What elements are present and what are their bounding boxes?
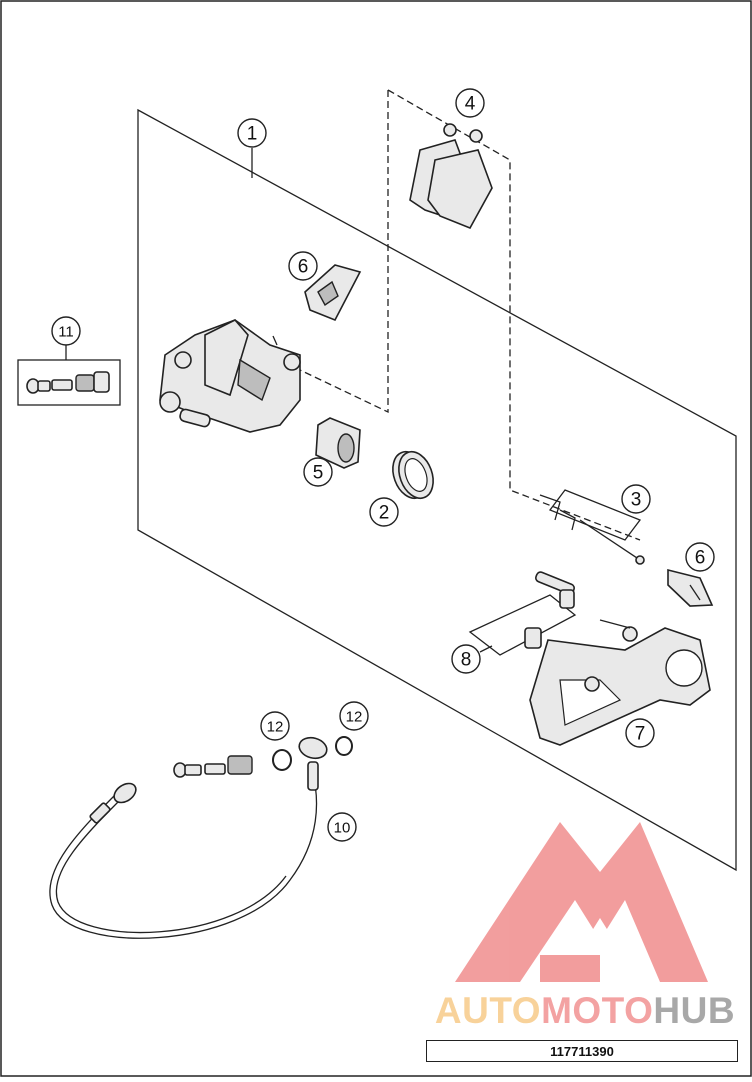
callout-10: 10 bbox=[327, 812, 357, 842]
callout-8: 8 bbox=[451, 644, 493, 674]
pad-spring-right-icon bbox=[667, 568, 714, 607]
callout-label-4: 4 bbox=[465, 94, 476, 115]
caliper-body-icon bbox=[159, 319, 301, 433]
callout-label-3: 3 bbox=[631, 490, 642, 511]
pad-pin-kit-icon bbox=[539, 489, 645, 565]
callout-12b: 12 bbox=[339, 701, 369, 731]
callout-label-12b: 12 bbox=[346, 709, 363, 726]
callout-label-1: 1 bbox=[247, 124, 258, 145]
brake-pads-icon bbox=[409, 123, 493, 230]
watermark-text: AUTOMOTOHUB bbox=[422, 990, 748, 1032]
callout-11: 11 bbox=[51, 316, 81, 346]
banjo-bolt-icon bbox=[173, 755, 253, 778]
callout-label-6a: 6 bbox=[298, 257, 309, 278]
seal-kit-icon bbox=[392, 450, 434, 500]
callout-label-12a: 12 bbox=[267, 719, 284, 736]
callout-6a: 6 bbox=[288, 251, 318, 281]
group-4-dashed-outline-left bbox=[299, 90, 389, 414]
slide-pin-kit-icon bbox=[468, 571, 631, 656]
callout-label-7: 7 bbox=[635, 724, 646, 745]
callout-5: 5 bbox=[303, 457, 333, 487]
piston-icon bbox=[315, 417, 361, 469]
callout-4: 4 bbox=[455, 88, 485, 118]
callout-3: 3 bbox=[621, 484, 651, 514]
callout-label-6b: 6 bbox=[695, 548, 706, 569]
callout-label-8: 8 bbox=[461, 650, 472, 671]
bleeder-screw-icon bbox=[26, 371, 110, 394]
sealing-washer-icon bbox=[272, 736, 353, 771]
watermark-logo-icon bbox=[455, 822, 708, 982]
callout-6b: 6 bbox=[685, 542, 715, 572]
part-number-label: 117711390 bbox=[426, 1040, 738, 1062]
callout-label-11: 11 bbox=[58, 324, 74, 341]
callout-12a: 12 bbox=[260, 711, 290, 741]
callout-label-10: 10 bbox=[334, 820, 351, 837]
brake-line-icon bbox=[49, 736, 328, 939]
watermark-part-hub: HUB bbox=[653, 990, 736, 1031]
bleeder-kit-box bbox=[17, 345, 121, 406]
pad-spring-icon bbox=[304, 264, 362, 322]
watermark-part-moto: MOTO bbox=[541, 990, 654, 1031]
watermark-part-auto: AUTO bbox=[434, 990, 542, 1031]
callout-2: 2 bbox=[369, 497, 399, 527]
callout-1: 1 bbox=[237, 118, 267, 148]
group-1-outline bbox=[137, 108, 737, 872]
callout-7: 7 bbox=[625, 718, 655, 748]
callout-label-2: 2 bbox=[379, 503, 390, 524]
callout-label-5: 5 bbox=[313, 463, 324, 484]
caliper-bracket-icon bbox=[529, 626, 711, 746]
